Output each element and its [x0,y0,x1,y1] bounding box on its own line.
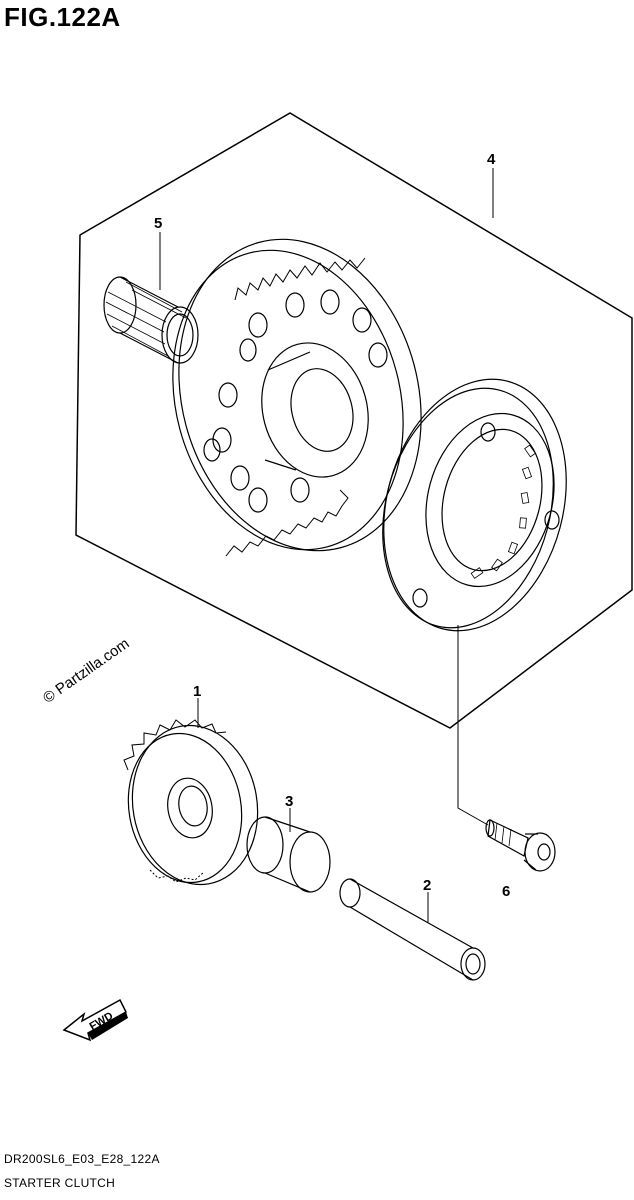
assembly-box-outline [75,112,633,729]
callout-2: 2 [423,877,431,894]
leader-line-6 [457,625,489,826]
fwd-arrow-icon: FWD [62,998,128,1042]
figure-title: FIG.122A [4,2,121,32]
footer-model-code: DR200SL6_E03_E28_122A [4,1152,160,1166]
starter-idle-gear-part-1 [123,719,259,886]
one-way-clutch [382,378,567,632]
callout-5: 5 [154,215,162,232]
leader-lines [159,168,494,922]
callout-4: 4 [487,151,496,168]
footer-diagram-name: STARTER CLUTCH [4,1176,116,1190]
callout-6: 6 [502,883,510,900]
bolt-part-6 [485,819,556,872]
callout-1: 1 [193,683,201,700]
starter-driven-gear [172,238,422,557]
needle-bearing-part-5 [103,276,199,364]
bushing-part-3 [246,816,331,893]
callout-3: 3 [285,793,293,810]
shaft-part-2 [339,878,486,981]
